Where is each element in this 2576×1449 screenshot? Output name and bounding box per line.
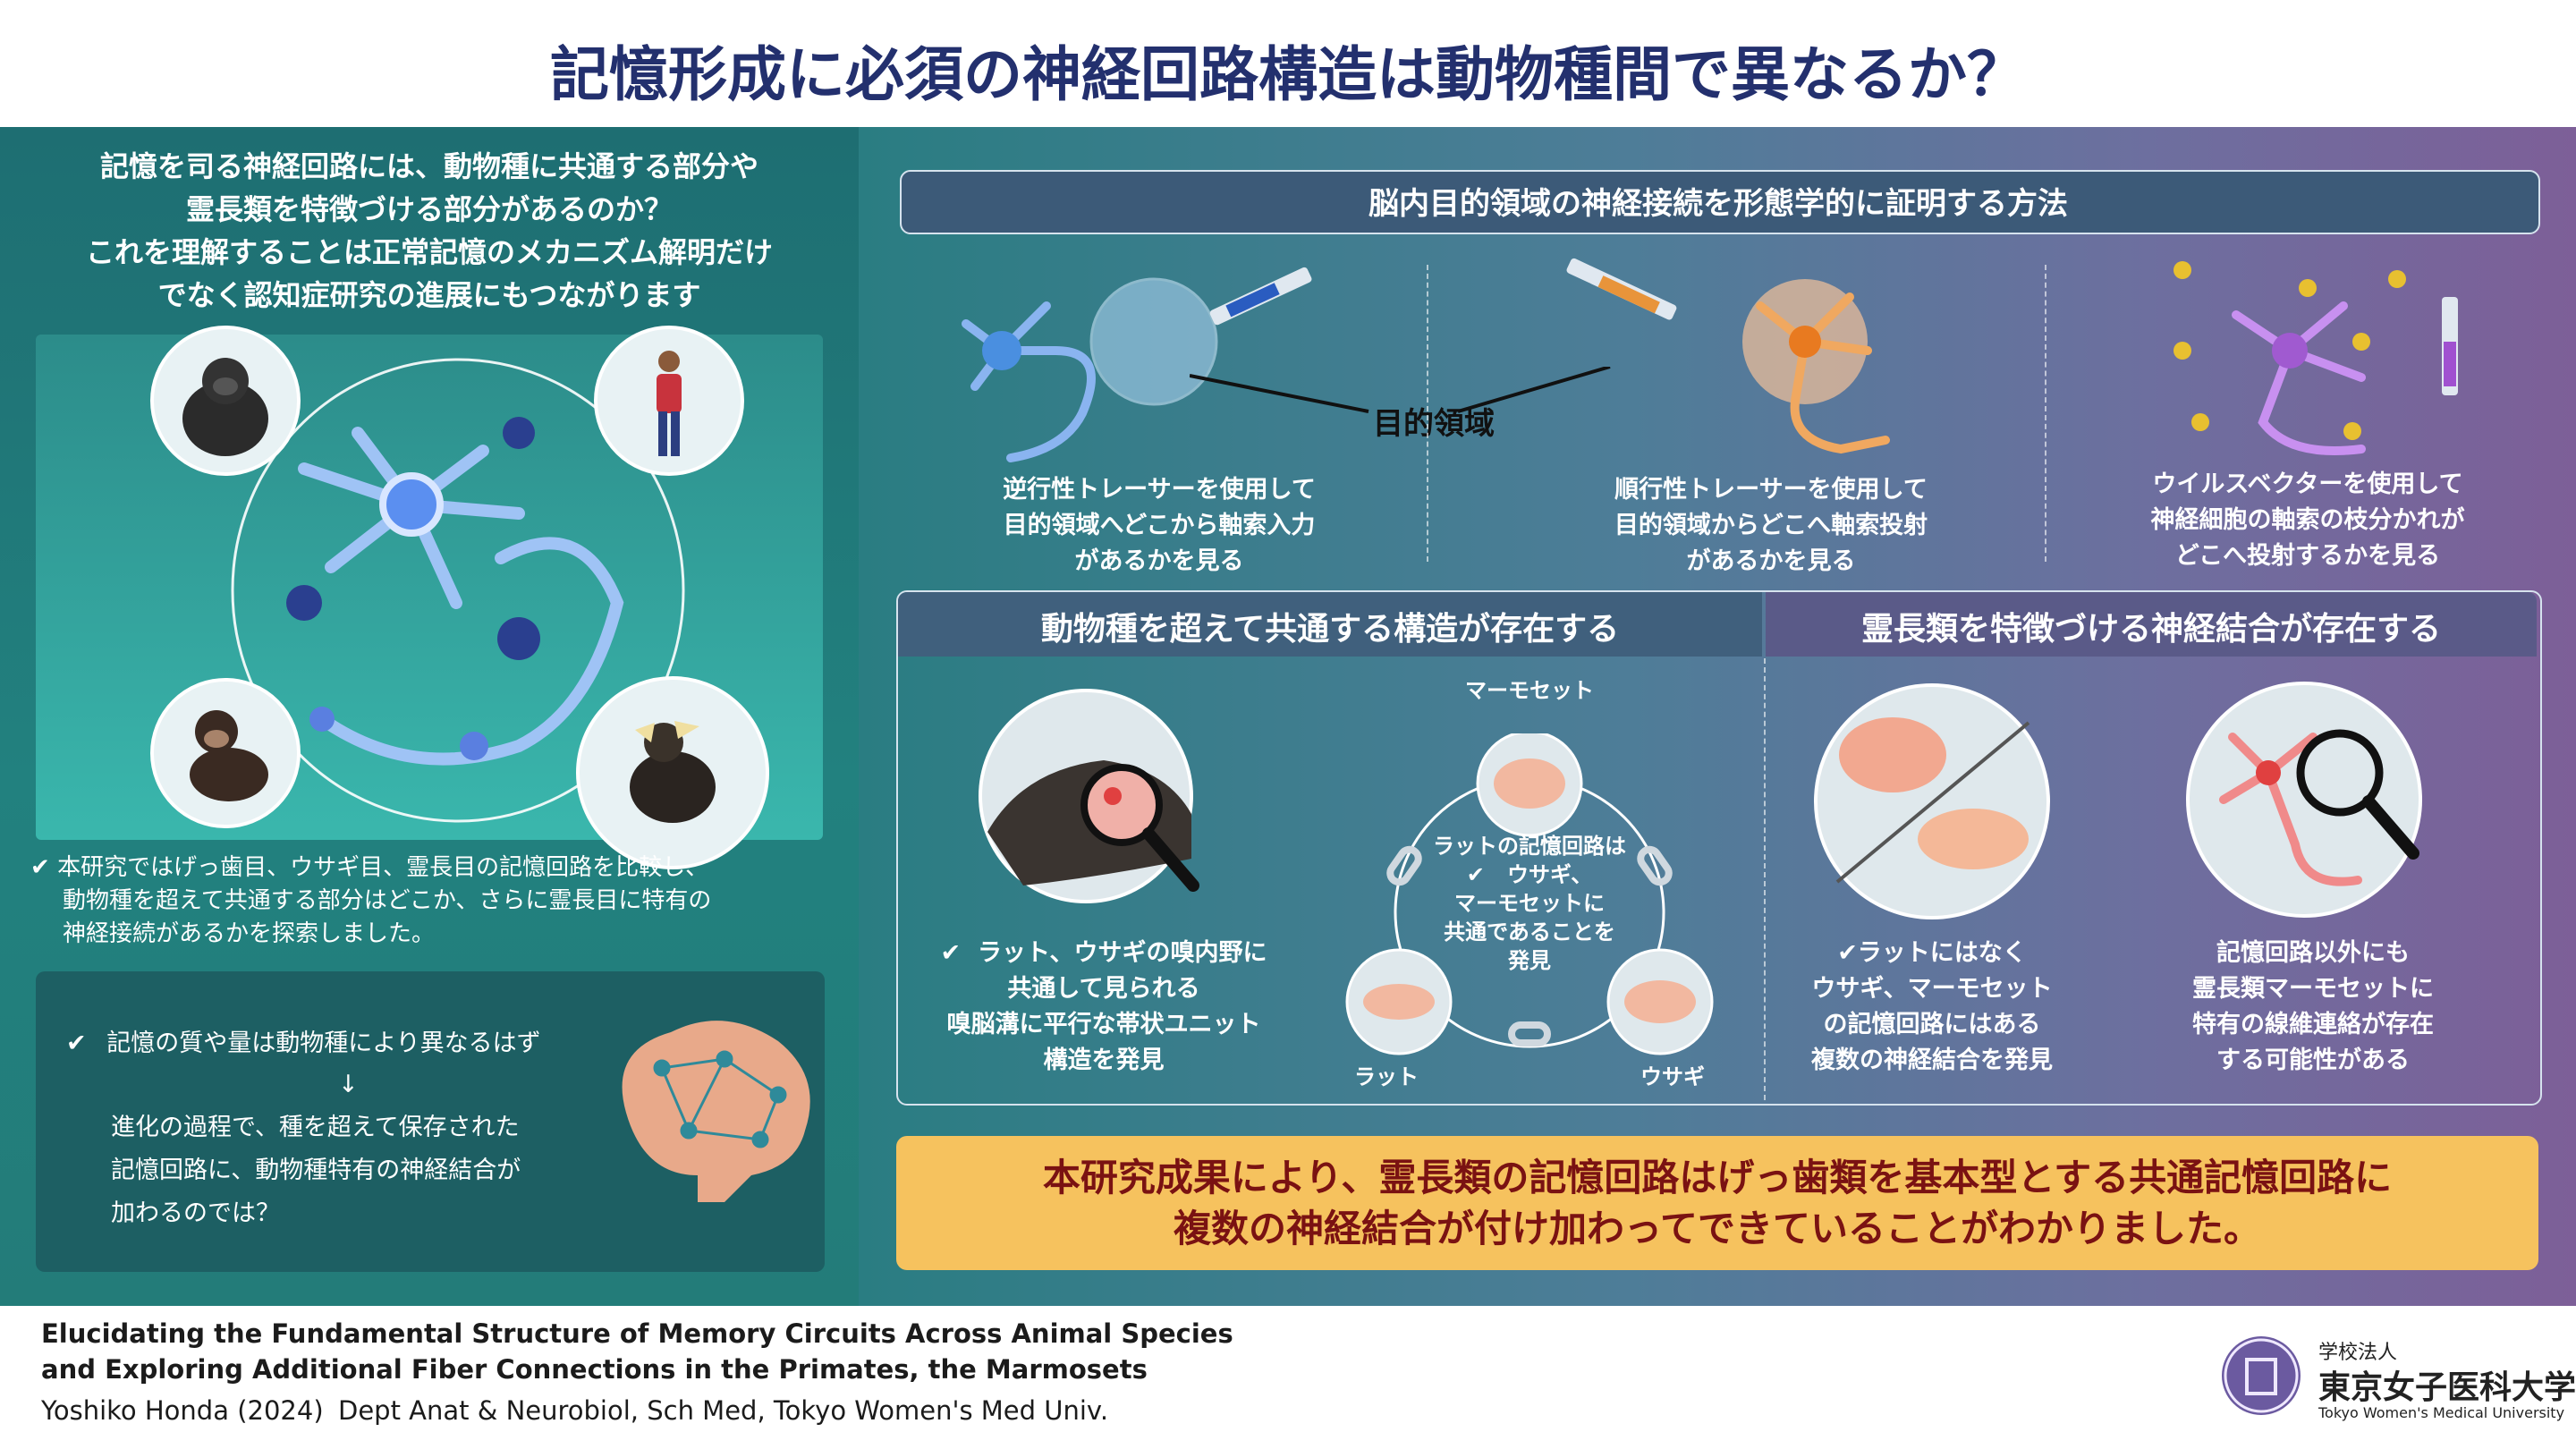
author: Yoshiko Honda (2024)	[41, 1395, 324, 1426]
check-icon: ✔	[30, 854, 50, 881]
study-note-line: ✔ 本研究ではげっ歯目、ウサギ目、霊長目の記憶回路を比較し、	[30, 854, 709, 881]
common-finding-text: ✔ ラット、ウサギの嗅内野に 共通して見られる 嗅脳溝に平行な帯状ユニット 構造…	[940, 939, 1267, 1074]
chimpanzee-icon	[150, 678, 301, 828]
primate-connection-heading: 霊長類を特徴づける神経結合が存在する	[1860, 611, 2441, 648]
university-name: 東京女子医科大学	[2318, 1369, 2576, 1406]
marmoset-fiber-magnifier-illustration	[2179, 674, 2438, 934]
primate-finding-2: 記憶回路以外にも 霊長類マーモセットに 特有の線維連絡が存在 する可能性がある	[2192, 939, 2434, 1074]
species-network-illustration	[216, 358, 685, 823]
hypothesis-line-2: 進化の過程で、種を超えて保存された	[111, 1114, 520, 1141]
method-caption-virus: ウイルスベクターを使用して 神経細胞の軸索の枝分かれが どこへ投射するかを見る	[2150, 470, 2465, 570]
check-icon: ✔	[66, 1030, 87, 1057]
intro-line: 霊長類を特徴づける部分があるのか？	[185, 192, 673, 226]
rat-magnifier-illustration	[970, 680, 1220, 921]
intro-line: でなく認知症研究の進展にもつながります	[157, 278, 701, 312]
english-title-line-1: Elucidating the Fundamental Structure of…	[41, 1318, 1233, 1349]
common-structure-header	[898, 592, 1762, 657]
english-title-line-2: and Exploring Additional Fiber Connectio…	[41, 1354, 1148, 1385]
hypothesis-line-1: ✔ 記憶の質や量は動物種により異なるはず	[66, 1030, 541, 1057]
university-name-english: Tokyo Women's Medical University	[2318, 1404, 2565, 1421]
brain-network-icon	[590, 996, 832, 1220]
syringe-icon	[1209, 267, 1312, 326]
hypothesis-line-3: 記憶回路に、動物種特有の神経結合が	[111, 1157, 521, 1184]
page-title: 記憶形成に必須の神経回路構造は動物種間で異なるか？	[550, 40, 2026, 109]
down-arrow-icon: ↓	[338, 1071, 359, 1098]
primate-connection-header	[1766, 592, 2537, 657]
human-icon	[594, 326, 744, 476]
gorilla-icon	[150, 326, 301, 476]
intro-text: 記憶を司る神経回路には、動物種に共通する部分や 霊長類を特徴づける部分があるのか…	[36, 145, 823, 317]
conclusion-box	[896, 1136, 2538, 1270]
university-logo-sub: 学校法人	[2318, 1342, 2398, 1364]
target-region-label: 目的領域	[1373, 406, 1495, 442]
study-note-line: 神経接続があるかを探索しました。	[63, 920, 436, 947]
marmoset-label: マーモセット	[1465, 678, 1594, 703]
conclusion-text: 本研究成果により、霊長類の記憶回路はげっ歯類を基本型とする共通記憶回路に 複数の…	[1042, 1156, 2393, 1250]
rat-label: ラット	[1354, 1064, 1419, 1089]
study-note-line: 動物種を超えて共通する部分はどこか、さらに霊長目に特有の	[63, 887, 712, 914]
method-caption-retrograde: 逆行性トレーサーを使用して 目的領域へどこから軸索入力 があるかを見る	[1003, 476, 1316, 575]
syringe-icon	[2442, 297, 2458, 395]
brain-comparison-illustration	[1810, 680, 2054, 923]
study-note: ✔ 本研究ではげっ歯目、ウサギ目、霊長目の記憶回路を比較し、 動物種を超えて共通…	[30, 852, 835, 951]
university-seal-icon	[2222, 1336, 2301, 1415]
rabbit-label: ウサギ	[1640, 1064, 1705, 1089]
intro-line: これを理解することは正常記憶のメカニズム解明だけ	[85, 235, 773, 269]
footer	[0, 1306, 2576, 1449]
intro-line: 記憶を司る神経回路には、動物種に共通する部分や	[99, 149, 758, 183]
methods-title-bar	[900, 170, 2540, 234]
findings-divider	[1764, 658, 1766, 1100]
primate-finding-1: ✔ラットにはなく ウサギ、マーモセット の記憶回路にはある 複数の神経結合を発見	[1811, 939, 2053, 1074]
chain-link-icon	[1386, 845, 1673, 1046]
check-icon: ✔	[940, 939, 962, 967]
anterograde-tracer-illustration	[1546, 243, 1957, 467]
center-finding-text: ラットの記憶回路は ✔ ウサギ、 マーモセットに 共通であることを 発見	[1433, 834, 1626, 973]
species-triangle	[1324, 730, 1735, 1073]
common-structure-heading: 動物種を超えて共通する構造が存在する	[1040, 611, 1620, 648]
methods-divider	[2045, 265, 2046, 562]
syringe-icon	[1566, 258, 1677, 320]
target-connector-lines	[1189, 365, 1726, 438]
marmoset-icon	[576, 676, 769, 869]
methods-divider	[1427, 265, 1428, 562]
methods-title: 脳内目的領域の神経接続を形態学的に証明する方法	[1368, 186, 2068, 222]
findings-panel	[896, 590, 2542, 1106]
circuit-ring	[231, 358, 685, 823]
retrograde-tracer-illustration	[930, 243, 1360, 467]
method-caption-anterograde: 順行性トレーサーを使用して 目的領域からどこへ軸索投射 があるかを見る	[1614, 476, 1928, 575]
hypothesis-line-4: 加わるのでは？	[111, 1199, 280, 1227]
check-icon: ✔	[1466, 862, 1485, 887]
virus-vector-illustration	[2129, 243, 2487, 467]
department: Dept Anat & Neurobiol, Sch Med, Tokyo Wo…	[338, 1395, 1109, 1426]
